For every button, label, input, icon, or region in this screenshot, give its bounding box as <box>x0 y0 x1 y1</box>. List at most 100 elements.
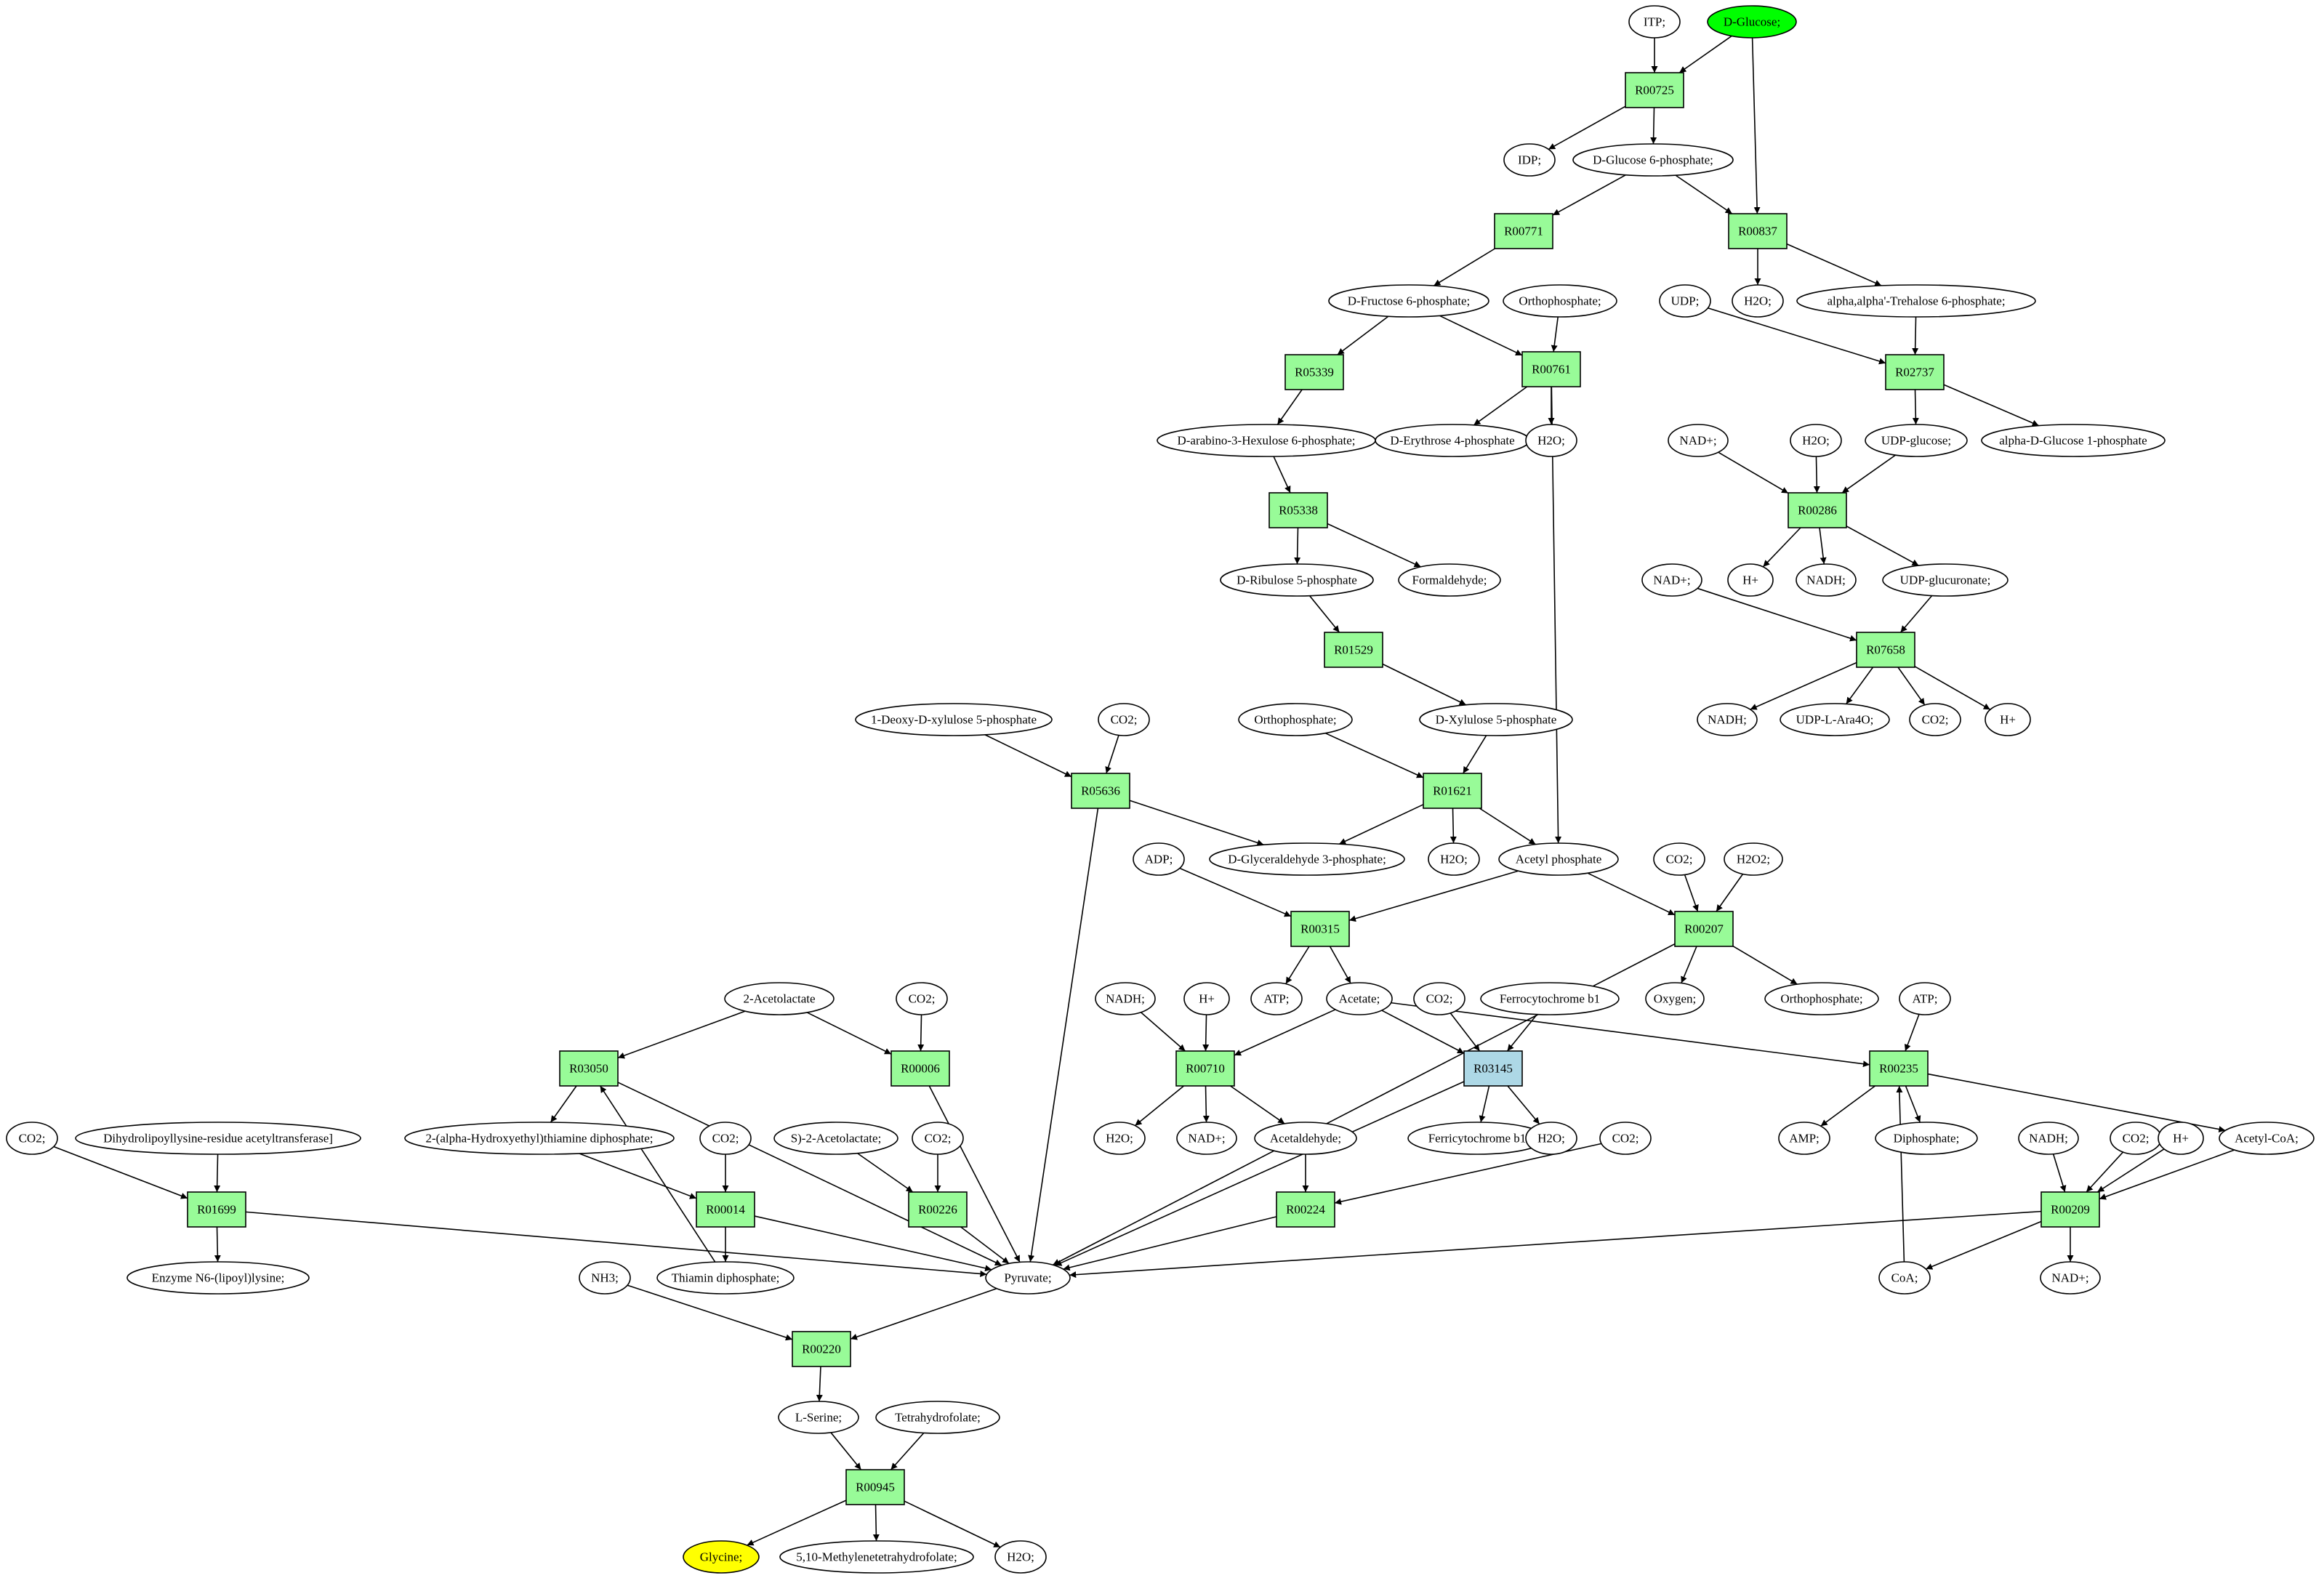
metabolite-node-m_accoa[interactable]: Acetyl-CoA; <box>2219 1122 2315 1155</box>
metabolite-node-m_udpgla[interactable]: UDP-glucuronate; <box>1882 563 2009 597</box>
metabolite-node-m_co2_014[interactable]: CO2; <box>699 1122 752 1155</box>
reaction-node-r_02737[interactable]: R02737 <box>1885 354 1945 390</box>
metabolite-node-m_ag1p[interactable]: alpha-D-Glucose 1-phosphate <box>1981 424 2166 457</box>
metabolite-node-m_h_658[interactable]: H+ <box>1985 703 2031 736</box>
metabolite-node-m_h2o_837[interactable]: H2O; <box>1732 284 1784 318</box>
metabolite-node-m_thdp[interactable]: Thiamin diphosphate; <box>656 1261 795 1295</box>
metabolite-node-m_gap[interactable]: D-Glyceraldehyde 3-phosphate; <box>1209 842 1405 876</box>
metabolite-node-m_coa[interactable]: CoA; <box>1878 1261 1931 1295</box>
reaction-node-r_00945[interactable]: R00945 <box>845 1469 905 1505</box>
metabolite-node-m_nadh_710[interactable]: NADH; <box>1095 982 1156 1015</box>
metabolite-node-m_h2o2[interactable]: H2O2; <box>1724 842 1783 876</box>
metabolite-node-m_f6p[interactable]: D-Fructose 6-phosphate; <box>1328 284 1489 318</box>
metabolite-node-m_mthf[interactable]: 5,10-Methylenetetrahydrofolate; <box>779 1540 974 1574</box>
metabolite-node-m_e4p[interactable]: D-Erythrose 4-phosphate <box>1375 424 1530 457</box>
reaction-node-r_03050[interactable]: R03050 <box>559 1050 619 1087</box>
metabolite-node-m_co2_209[interactable]: CO2; <box>2110 1122 2162 1155</box>
metabolite-node-m_udp[interactable]: UDP; <box>1659 284 1711 318</box>
reaction-node-r_00771[interactable]: R00771 <box>1494 213 1553 249</box>
metabolite-node-m_co2_636[interactable]: CO2; <box>1098 703 1150 736</box>
metabolite-node-m_acald[interactable]: Acetaldehyde; <box>1254 1122 1357 1155</box>
metabolite-node-m_hethdp[interactable]: 2-(alpha-Hydroxyethyl)thiamine diphospha… <box>404 1122 675 1155</box>
metabolite-node-m_dxp[interactable]: 1-Deoxy-D-xylulose 5-phosphate <box>855 703 1053 736</box>
metabolite-node-m_hcho[interactable]: Formaldehyde; <box>1398 563 1501 597</box>
metabolite-node-m_pi_761[interactable]: Orthophosphate; <box>1503 284 1617 318</box>
reaction-node-r_00761[interactable]: R00761 <box>1521 351 1581 387</box>
reaction-node-r_01699[interactable]: R01699 <box>187 1191 246 1228</box>
metabolite-node-m_nadh_286[interactable]: NADH; <box>1796 563 1857 597</box>
reaction-node-r_05339[interactable]: R05339 <box>1284 354 1344 390</box>
metabolite-node-m_ppi[interactable]: Diphosphate; <box>1875 1122 1978 1155</box>
metabolite-node-m_h2o_145[interactable]: H2O; <box>1525 1122 1577 1155</box>
metabolite-node-m_co2_006[interactable]: CO2; <box>896 982 948 1015</box>
metabolite-node-m_h2o_945[interactable]: H2O; <box>994 1540 1047 1574</box>
metabolite-node-m_itp[interactable]: ITP; <box>1628 5 1681 39</box>
metabolite-node-m_ru5p[interactable]: D-Ribulose 5-phosphate <box>1220 563 1374 597</box>
reaction-node-r_00220[interactable]: R00220 <box>792 1331 851 1367</box>
metabolite-node-m_tre6p[interactable]: alpha,alpha'-Trehalose 6-phosphate; <box>1796 284 2036 318</box>
metabolite-node-m_atp_235[interactable]: ATP; <box>1899 982 1951 1015</box>
metabolite-node-m_adp[interactable]: ADP; <box>1133 842 1185 876</box>
metabolite-node-m_nh3[interactable]: NH3; <box>579 1261 631 1295</box>
metabolite-node-m_hex6p[interactable]: D-arabino-3-Hexulose 6-phosphate; <box>1157 424 1376 457</box>
metabolite-node-m_alac[interactable]: 2-Acetolactate <box>724 982 835 1015</box>
reaction-node-r_00226[interactable]: R00226 <box>908 1191 968 1228</box>
metabolite-node-m_pi_621[interactable]: Orthophosphate; <box>1238 703 1353 736</box>
metabolite-node-m_pyr[interactable]: Pyruvate; <box>985 1261 1071 1295</box>
reaction-node-r_05338[interactable]: R05338 <box>1268 492 1328 528</box>
reaction-node-r_00725[interactable]: R00725 <box>1625 72 1684 108</box>
metabolite-node-m_co2_658[interactable]: CO2; <box>1909 703 1961 736</box>
reaction-node-r_03145[interactable]: R03145 <box>1463 1050 1523 1087</box>
reaction-node-r_00315[interactable]: R00315 <box>1290 911 1350 947</box>
metabolite-node-m_acp[interactable]: Acetyl phosphate <box>1498 842 1619 876</box>
reaction-node-r_00286[interactable]: R00286 <box>1788 492 1847 528</box>
metabolite-node-m_h2o_761[interactable]: H2O; <box>1525 424 1577 457</box>
reaction-node-r_01621[interactable]: R01621 <box>1423 773 1482 809</box>
metabolite-node-m_co2_207[interactable]: CO2; <box>1653 842 1705 876</box>
metabolite-node-m_co2_224[interactable]: CO2; <box>1599 1122 1652 1155</box>
metabolite-node-m_salac[interactable]: S)-2-Acetolactate; <box>773 1122 898 1155</box>
metabolite-node-m_co2_226[interactable]: CO2; <box>912 1122 964 1155</box>
reaction-node-r_00235[interactable]: R00235 <box>1869 1050 1929 1087</box>
metabolite-node-m_atp_315[interactable]: ATP; <box>1250 982 1303 1015</box>
metabolite-node-m_o2[interactable]: Oxygen; <box>1645 982 1705 1015</box>
reaction-node-r_00207[interactable]: R00207 <box>1674 911 1734 947</box>
metabolite-node-m_dlat[interactable]: Dihydrolipoyllysine-residue acetyltransf… <box>75 1122 361 1155</box>
metabolite-node-m_ficb1[interactable]: Ferricytochrome b1 <box>1407 1122 1547 1155</box>
reaction-node-r_07658[interactable]: R07658 <box>1856 632 1915 668</box>
metabolite-node-m_udpglc[interactable]: UDP-glucose; <box>1865 424 1968 457</box>
metabolite-node-m_h_710[interactable]: H+ <box>1183 982 1230 1015</box>
reaction-node-r_00006[interactable]: R00006 <box>890 1050 950 1087</box>
metabolite-node-m_fcb1[interactable]: Ferrocytochrome b1 <box>1480 982 1620 1015</box>
metabolite-node-m_nadh_209[interactable]: NADH; <box>2018 1122 2079 1155</box>
metabolite-node-m_co2_145[interactable]: CO2; <box>1413 982 1465 1015</box>
metabolite-node-m_lpl[interactable]: Enzyme N6-(lipoyl)lysine; <box>126 1261 310 1295</box>
metabolite-node-m_nad_286[interactable]: NAD+; <box>1668 424 1729 457</box>
metabolite-node-m_nadh_658[interactable]: NADH; <box>1697 703 1758 736</box>
metabolite-node-m_pi_207[interactable]: Orthophosphate; <box>1764 982 1879 1015</box>
reaction-node-r_00209[interactable]: R00209 <box>2040 1191 2100 1228</box>
metabolite-node-m_thf[interactable]: Tetrahydrofolate; <box>875 1401 1000 1434</box>
metabolite-node-m_idp[interactable]: IDP; <box>1503 143 1556 177</box>
metabolite-node-m_co2_699[interactable]: CO2; <box>6 1122 58 1155</box>
metabolite-node-m_amp[interactable]: AMP; <box>1778 1122 1830 1155</box>
metabolite-node-m_xu5p[interactable]: D-Xylulose 5-phosphate <box>1419 703 1573 736</box>
reaction-node-r_00710[interactable]: R00710 <box>1175 1050 1235 1087</box>
metabolite-node-m_ac[interactable]: Acetate; <box>1326 982 1393 1015</box>
reaction-node-r_00837[interactable]: R00837 <box>1728 213 1788 249</box>
metabolite-node-m_udpara[interactable]: UDP-L-Ara4O; <box>1780 703 1890 736</box>
reaction-node-r_00014[interactable]: R00014 <box>696 1191 755 1228</box>
metabolite-node-m_ser[interactable]: L-Serine; <box>778 1401 859 1434</box>
metabolite-node-m_h2o_621[interactable]: H2O; <box>1428 842 1480 876</box>
reaction-node-r_00224[interactable]: R00224 <box>1276 1191 1335 1228</box>
metabolite-node-m_nad_209[interactable]: NAD+; <box>2040 1261 2101 1295</box>
metabolite-node-m_gly[interactable]: Glycine; <box>683 1540 760 1574</box>
metabolite-node-m_nad_658[interactable]: NAD+; <box>1641 563 1702 597</box>
metabolite-node-m_h2o_710[interactable]: H2O; <box>1093 1122 1146 1155</box>
metabolite-node-m_h2o_286[interactable]: H2O; <box>1790 424 1842 457</box>
metabolite-node-m_g6p[interactable]: D-Glucose 6-phosphate; <box>1572 143 1734 177</box>
metabolite-node-m_h_209[interactable]: H+ <box>2158 1122 2204 1155</box>
metabolite-node-m_nad_710[interactable]: NAD+; <box>1176 1122 1237 1155</box>
reaction-node-r_05636[interactable]: R05636 <box>1071 773 1130 809</box>
reaction-node-r_01529[interactable]: R01529 <box>1324 632 1383 668</box>
